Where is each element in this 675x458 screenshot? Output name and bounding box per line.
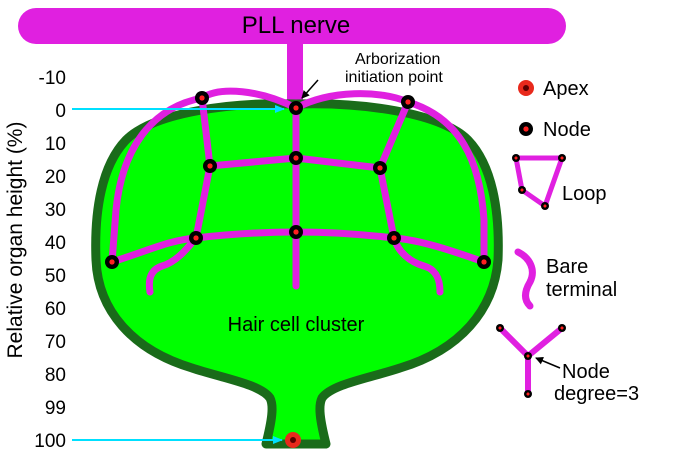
y-tick: 40 <box>45 233 66 254</box>
pll-nerve: PLL nerve <box>18 8 566 102</box>
y-axis-ticks: -10 0 10 20 30 40 50 60 70 80 99 100 <box>34 68 66 452</box>
nerve-label: PLL nerve <box>242 12 351 39</box>
y-tick: 30 <box>45 200 66 221</box>
node-dot <box>289 225 303 239</box>
legend-degree-label-1: Node <box>562 361 610 383</box>
legend-loop-label: Loop <box>562 183 607 205</box>
loop-legend-icon <box>512 154 566 210</box>
arborization-pointer <box>301 79 319 99</box>
legend-node: Node <box>519 119 591 141</box>
arbor-nodes <box>105 91 491 269</box>
node-dot <box>105 255 119 269</box>
legend-apex-label: Apex <box>543 78 589 100</box>
legend-bare-terminal: Bare terminal <box>514 248 617 310</box>
y-tick: 10 <box>45 134 66 155</box>
legend-node-label: Node <box>543 119 591 141</box>
node-dot <box>387 231 401 245</box>
node-dot <box>477 255 491 269</box>
legend-node-degree: Node degree=3 <box>496 324 639 405</box>
legend-degree-label-2: degree=3 <box>554 383 639 405</box>
y-tick: 0 <box>55 101 66 122</box>
legend-loop: Loop <box>512 154 607 210</box>
arborization-label-2: initiation point <box>345 69 443 86</box>
node-degree-legend-icon <box>497 325 565 397</box>
node-dot <box>203 159 217 173</box>
bare-terminal-legend-icon <box>514 248 536 310</box>
y-tick: 80 <box>45 365 66 386</box>
legend: Apex Node Loop Bare terminal <box>496 78 639 405</box>
node-dot <box>195 91 209 105</box>
y-tick: 70 <box>45 332 66 353</box>
legend-apex: Apex <box>518 78 589 100</box>
node-dot <box>373 161 387 175</box>
node-dot <box>289 101 303 115</box>
node-dot <box>289 151 303 165</box>
y-tick: 60 <box>45 299 66 320</box>
node-degree-pointer <box>535 357 561 369</box>
y-tick: 100 <box>34 431 66 452</box>
y-tick: 99 <box>45 398 66 419</box>
arborization-label-1: Arborization <box>355 51 440 68</box>
cluster-label: Hair cell cluster <box>228 314 365 336</box>
node-legend-icon <box>519 122 533 136</box>
apex-marker <box>285 432 301 448</box>
y-tick: 50 <box>45 266 66 287</box>
legend-bare-label-2: terminal <box>546 279 617 301</box>
y-tick: -10 <box>39 68 66 89</box>
node-dot <box>401 95 415 109</box>
node-dot <box>189 231 203 245</box>
y-axis-label: Relative organ height (%) <box>4 122 27 359</box>
legend-bare-label-1: Bare <box>546 256 588 278</box>
y-tick: 20 <box>45 167 66 188</box>
